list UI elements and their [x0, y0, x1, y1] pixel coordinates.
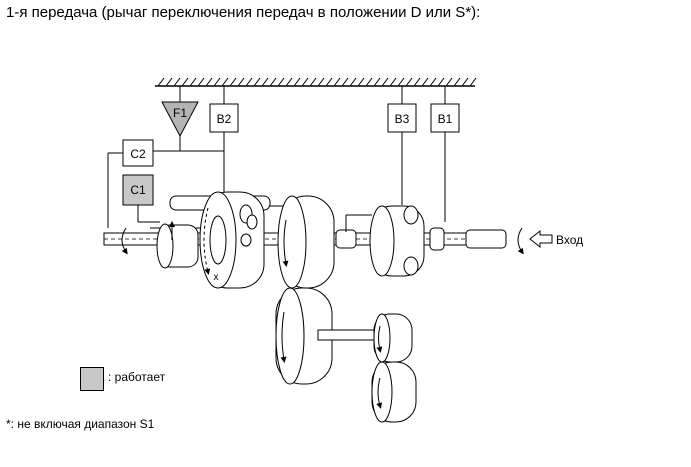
c1-clutch: C1 [122, 174, 160, 223]
x-mark: x [214, 272, 219, 283]
b1-label: B1 [438, 112, 453, 126]
b3-label: B3 [395, 112, 410, 126]
c2-label: C2 [130, 147, 146, 161]
c1-hub-drum [156, 221, 199, 269]
rotation-arrow-input [517, 227, 524, 255]
input-label: Вход [556, 233, 583, 247]
b2-brake: B2 [209, 103, 239, 195]
footnote: *: не включая диапазон S1 [6, 417, 155, 431]
f1-label: F1 [173, 106, 187, 120]
output-gears [371, 313, 417, 423]
input-arrow: Вход [529, 229, 583, 249]
page-title: 1-я передача (рычаг переключения передач… [6, 4, 481, 21]
legend-active-swatch [80, 367, 104, 391]
rear-planetary-gear [345, 205, 445, 277]
c2-clutch: C2 [107, 139, 224, 228]
legend-active-label: : работает [108, 370, 166, 384]
f1-triangle [161, 101, 199, 138]
counter-driven-gear [275, 287, 333, 385]
housing-ground [155, 77, 477, 104]
f1-one-way-clutch: F1 [161, 101, 199, 151]
b3-brake: B3 [387, 103, 417, 205]
b2-label: B2 [217, 112, 232, 126]
b1-brake: B1 [430, 103, 460, 222]
c1-label: C1 [130, 183, 146, 197]
front-planetary-gear: x [199, 191, 265, 289]
rotation-arrow-left [121, 227, 128, 255]
counter-drive-gear [277, 195, 357, 289]
